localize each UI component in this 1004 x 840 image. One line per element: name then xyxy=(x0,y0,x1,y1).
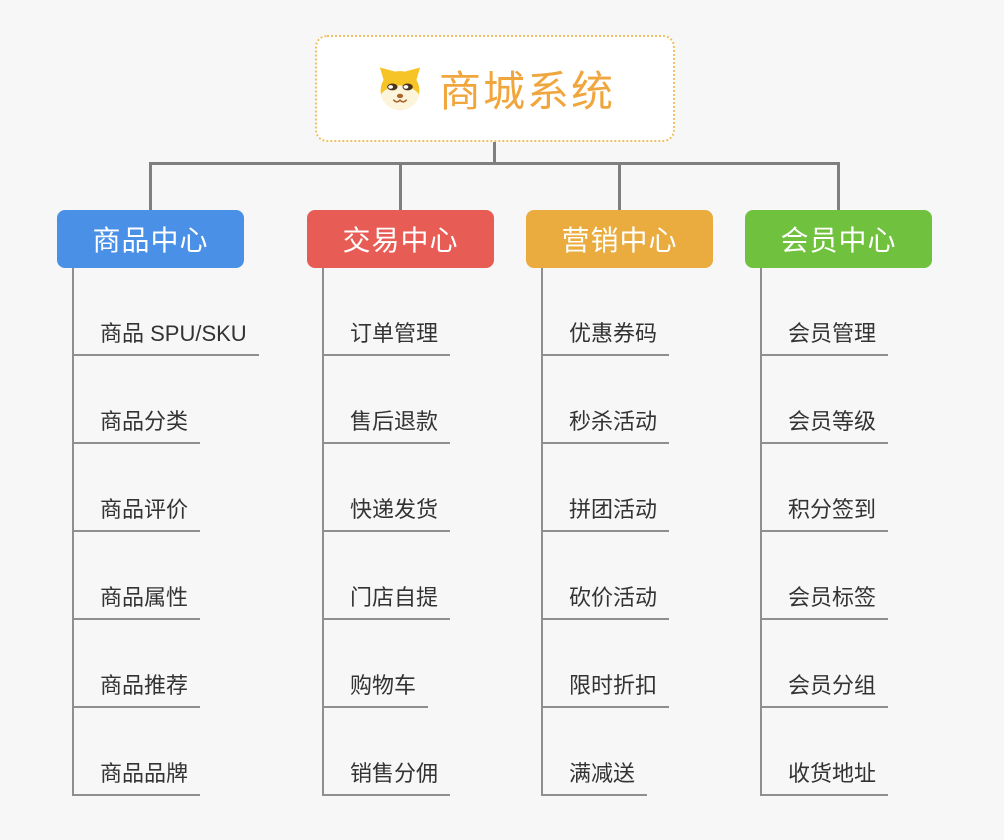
leaf-node[interactable]: 商品评价 xyxy=(72,444,201,532)
connector-drop-3 xyxy=(837,162,840,210)
branch-leaves-3: 会员管理会员等级积分签到会员标签会员分组收货地址 xyxy=(745,268,932,796)
branch-vertical-line-1 xyxy=(322,268,324,796)
leaf-node[interactable]: 购物车 xyxy=(322,620,429,708)
branch-column-3: 会员中心会员管理会员等级积分签到会员标签会员分组收货地址 xyxy=(745,210,932,796)
branch-node-1[interactable]: 交易中心 xyxy=(307,210,494,268)
doge-face-icon xyxy=(379,66,421,110)
leaf-node[interactable]: 商品分类 xyxy=(72,356,201,444)
leaf-node[interactable]: 销售分佣 xyxy=(322,708,451,796)
leaf-node[interactable]: 订单管理 xyxy=(322,268,451,356)
leaf-node[interactable]: 会员管理 xyxy=(760,268,889,356)
branch-vertical-line-3 xyxy=(760,268,762,796)
leaf-node[interactable]: 限时折扣 xyxy=(541,620,670,708)
root-topic-title: 商城系统 xyxy=(438,68,615,115)
leaf-node[interactable]: 售后退款 xyxy=(322,356,451,444)
leaf-node[interactable]: 商品属性 xyxy=(72,532,201,620)
leaf-node[interactable]: 秒杀活动 xyxy=(541,356,670,444)
branch-column-1: 交易中心订单管理售后退款快递发货门店自提购物车销售分佣 xyxy=(307,210,494,796)
leaf-node[interactable]: 砍价活动 xyxy=(541,532,670,620)
leaf-node[interactable]: 会员分组 xyxy=(760,620,889,708)
connector-drop-2 xyxy=(618,162,621,210)
branch-leaves-1: 订单管理售后退款快递发货门店自提购物车销售分佣 xyxy=(307,268,494,796)
leaf-node[interactable]: 商品品牌 xyxy=(72,708,201,796)
leaf-node[interactable]: 积分签到 xyxy=(760,444,889,532)
root-topic[interactable]: 商城系统 xyxy=(315,35,675,142)
branch-column-2: 营销中心优惠券码秒杀活动拼团活动砍价活动限时折扣满减送 xyxy=(526,210,713,796)
leaf-node[interactable]: 商品推荐 xyxy=(72,620,201,708)
branch-vertical-line-0 xyxy=(72,268,74,796)
leaf-node[interactable]: 门店自提 xyxy=(322,532,451,620)
branch-node-3[interactable]: 会员中心 xyxy=(745,210,932,268)
leaf-node[interactable]: 快递发货 xyxy=(322,444,451,532)
leaf-node[interactable]: 会员等级 xyxy=(760,356,889,444)
leaf-node[interactable]: 拼团活动 xyxy=(541,444,670,532)
connector-root-stem xyxy=(493,142,496,163)
branch-leaves-2: 优惠券码秒杀活动拼团活动砍价活动限时折扣满减送 xyxy=(526,268,713,796)
connector-drop-0 xyxy=(149,162,152,210)
branch-node-0[interactable]: 商品中心 xyxy=(57,210,244,268)
leaf-node[interactable]: 优惠券码 xyxy=(541,268,670,356)
connector-horizontal-bar xyxy=(149,162,840,165)
leaf-node[interactable]: 满减送 xyxy=(541,708,648,796)
branch-node-2[interactable]: 营销中心 xyxy=(526,210,713,268)
leaf-node[interactable]: 商品 SPU/SKU xyxy=(72,268,259,356)
leaf-node[interactable]: 会员标签 xyxy=(760,532,889,620)
branch-vertical-line-2 xyxy=(541,268,543,796)
connector-drop-1 xyxy=(399,162,402,210)
leaf-node[interactable]: 收货地址 xyxy=(760,708,889,796)
